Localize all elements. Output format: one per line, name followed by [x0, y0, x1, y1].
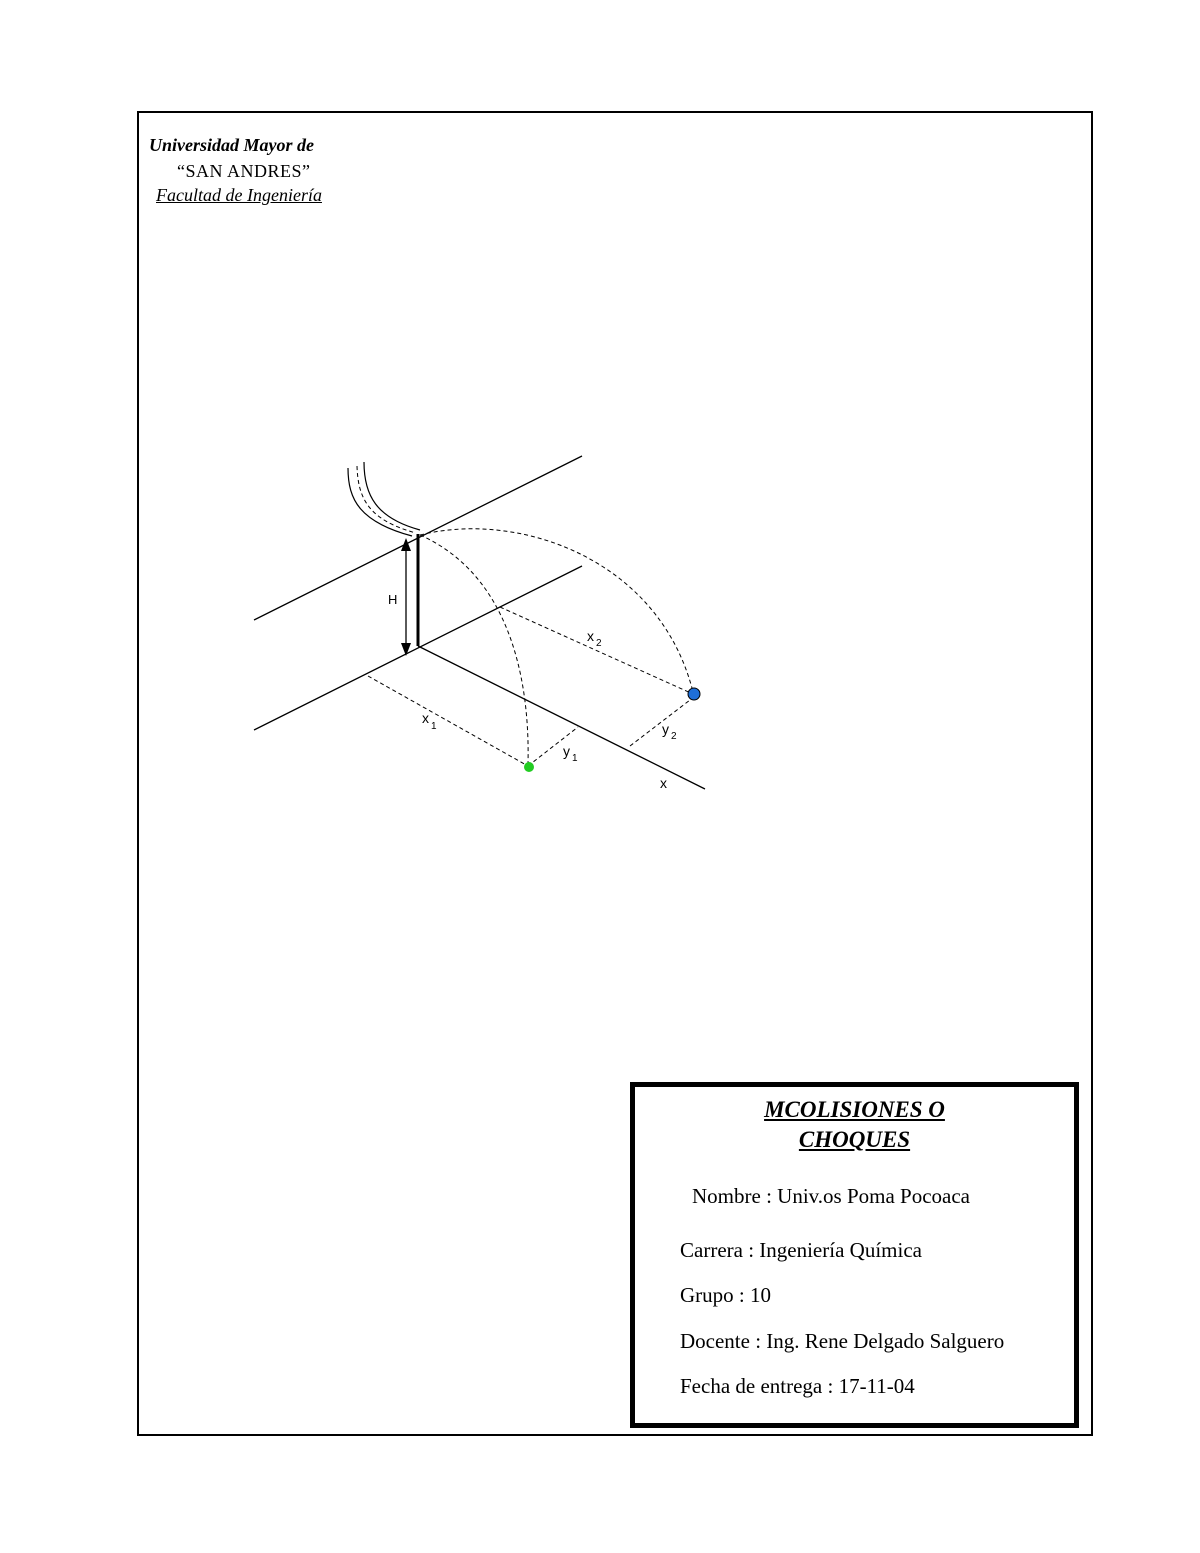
label-h: H [388, 592, 397, 607]
landing-point-2 [687, 687, 701, 701]
info-fecha: Fecha de entrega : 17-11-04 [680, 1374, 915, 1398]
title-line-2: CHOQUES [798, 1127, 911, 1152]
label-y1-sub: 1 [572, 753, 578, 764]
y2-projection [629, 699, 691, 747]
trajectory-1 [419, 534, 529, 765]
label-y2: y [662, 721, 669, 737]
label-y1: y [563, 743, 570, 759]
label-x-axis: x [660, 775, 667, 791]
trajectory-2 [419, 528, 694, 693]
landing-point-1 [524, 762, 534, 772]
faculty-line: Facultad de Ingeniería [156, 185, 322, 205]
info-nombre: Nombre : Univ.os Poma Pocoaca [692, 1184, 971, 1208]
height-arrow-top-head [401, 538, 411, 551]
label-y2-sub: 2 [671, 731, 677, 742]
info-grupo: Grupo : 10 [680, 1283, 771, 1307]
ramp-curve-outer [347, 467, 413, 537]
ramp-curve-middle [356, 465, 417, 534]
ramp-curve-inner [363, 461, 421, 531]
table-front-edge [253, 565, 583, 731]
university-line: Universidad Mayor de [149, 135, 314, 155]
info-docente: Docente : Ing. Rene Delgado Salguero [680, 1329, 1005, 1353]
x-axis-line [417, 645, 706, 790]
title-line-1: MCOLISIONES O [764, 1097, 945, 1122]
label-x2: x [587, 628, 594, 644]
document-title: MCOLISIONES O CHOQUES [635, 1095, 1074, 1155]
height-arrow-bottom-head [401, 643, 411, 656]
label-x2-sub: 2 [596, 638, 602, 649]
info-box: MCOLISIONES O CHOQUES Nombre : Univ.os P… [630, 1082, 1079, 1428]
university-name: “SAN ANDRES” [177, 161, 311, 181]
collision-diagram: H x 2 x 1 y 1 y 2 x [253, 455, 706, 791]
x2-projection [499, 606, 694, 695]
page-border [137, 111, 1093, 1436]
label-x1: x [422, 710, 429, 726]
x1-projection [367, 675, 529, 767]
info-carrera: Carrera : Ingeniería Química [680, 1238, 922, 1262]
y1-projection [527, 726, 579, 767]
label-x1-sub: 1 [431, 721, 437, 732]
